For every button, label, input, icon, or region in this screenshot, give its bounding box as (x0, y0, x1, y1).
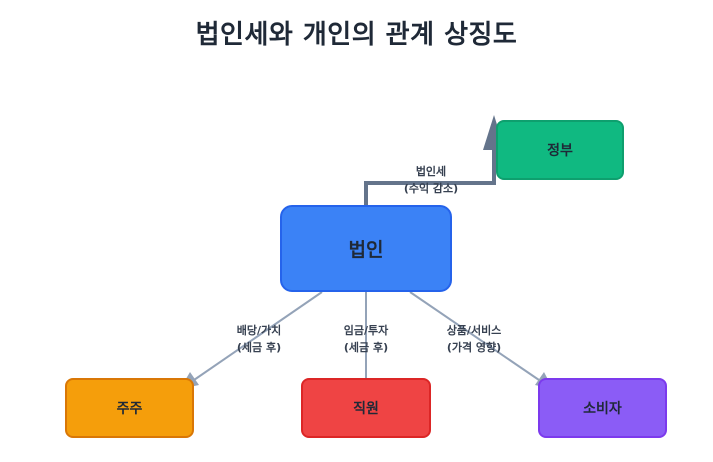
wage-edge-label: 임금/투자 (세금 후) (331, 322, 401, 356)
shareholders-label: 주주 (116, 401, 143, 417)
corporation-label: 법인 (348, 239, 384, 261)
tax-edge-label: 법인세 (수익 감소) (393, 163, 469, 197)
wage-edge-label-line1: 임금/투자 (343, 324, 389, 337)
diagram-title: 법인세와 개인의 관계 상징도 (195, 20, 518, 50)
tax-edge-label-line1: 법인세 (415, 165, 447, 178)
consumers-node: 소비자 (538, 378, 667, 438)
dividend-edge-label: 배당/가치 (세금 후) (224, 322, 294, 356)
employees-label: 직원 (353, 401, 379, 417)
dividend-arrow-line (193, 291, 323, 381)
shareholders-node: 주주 (65, 378, 194, 438)
goods-arrow-line (409, 291, 540, 381)
employees-node: 직원 (301, 378, 431, 438)
government-label: 정부 (547, 143, 573, 159)
goods-edge-label: 상품/서비스 (가격 영향) (434, 322, 514, 356)
corporation-node: 법인 (280, 205, 452, 292)
dividend-edge-label-line2: (세금 후) (236, 341, 282, 354)
government-node: 정부 (496, 120, 624, 180)
dividend-edge-label-line1: 배당/가치 (236, 324, 282, 337)
tax-edge-label-line2: (수익 감소) (403, 182, 459, 195)
goods-edge-label-line1: 상품/서비스 (446, 324, 502, 337)
tax-arrow-line (364, 148, 496, 205)
wage-edge-label-line2: (세금 후) (343, 341, 389, 354)
consumers-label: 소비자 (583, 401, 622, 417)
goods-edge-label-line2: (가격 영향) (446, 341, 502, 354)
